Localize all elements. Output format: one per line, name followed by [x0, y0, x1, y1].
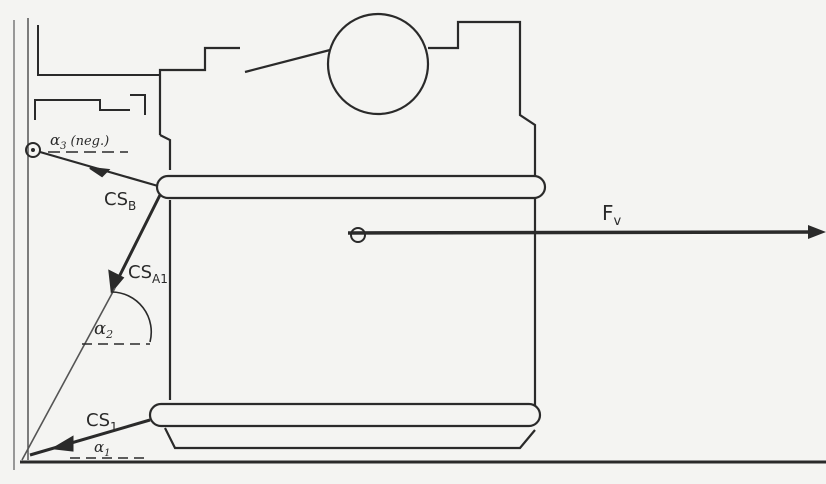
alpha-low-label: α1	[94, 438, 111, 459]
alpha-neg-label: α3(neg.)	[50, 131, 109, 152]
force-vector	[347, 225, 826, 243]
cs-mid-label: CSA1	[128, 262, 168, 286]
alpha-mid-label: α2	[94, 318, 113, 341]
lower-arm	[148, 402, 542, 428]
cs-upper-label: CSB	[104, 189, 136, 213]
left-frame	[13, 18, 160, 470]
construction-line	[21, 287, 116, 461]
drum-circle	[326, 12, 430, 116]
cs-lower-label: CS1	[86, 410, 118, 434]
cs-mid-vector	[108, 194, 162, 294]
left-pivot	[25, 142, 41, 158]
alpha-mid-arc	[82, 291, 153, 345]
force-label: Fv	[602, 201, 622, 229]
cs-upper-vector	[39, 150, 159, 188]
machine-body	[158, 20, 537, 450]
upper-arm	[155, 174, 547, 200]
cs-lower-vector	[29, 418, 151, 457]
